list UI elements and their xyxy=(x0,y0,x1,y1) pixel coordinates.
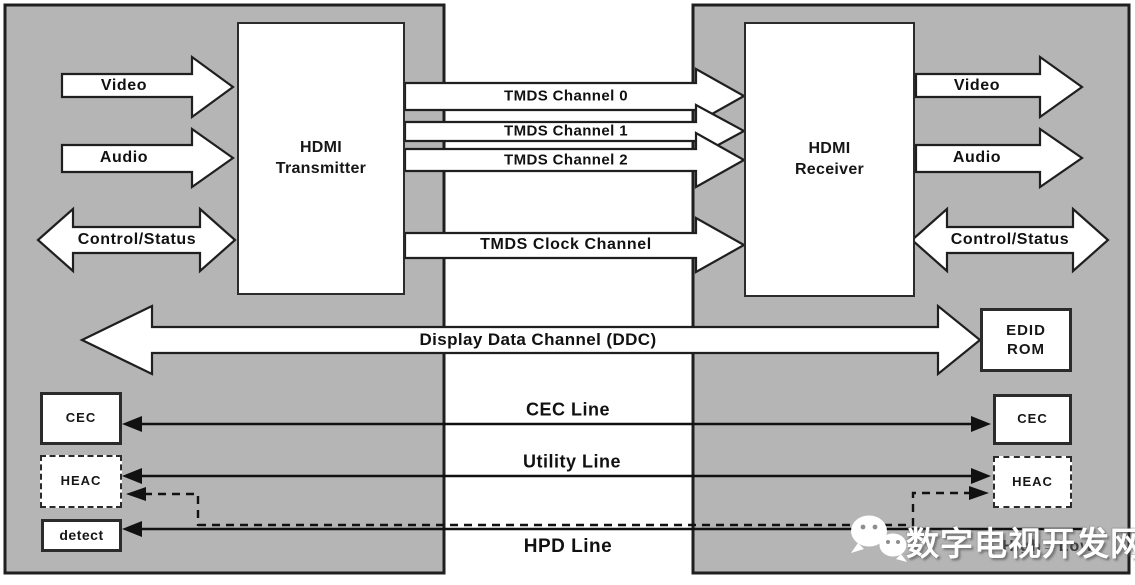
edid-rom-label-line1: EDID xyxy=(1006,321,1046,339)
hdmi-receiver-box: HDMI Receiver xyxy=(744,22,915,297)
cec-line-arrowhead-right xyxy=(971,416,991,432)
hdmi-transmitter-label-line1: HDMI xyxy=(299,138,343,156)
hpd-line-label: HPD Line xyxy=(523,536,613,557)
hpd-line-arrowhead-left xyxy=(122,521,142,537)
source-heac-box: HEAC xyxy=(40,455,122,508)
utility-line-label: Utility Line xyxy=(522,451,622,472)
sink-cec-box: CEC xyxy=(993,394,1072,445)
source-cec-label: CEC xyxy=(65,410,97,426)
cec-line-arrowhead-left xyxy=(122,416,142,432)
sink-heac-box: HEAC xyxy=(993,456,1072,508)
cec-line-label: CEC Line xyxy=(525,399,611,420)
source-detect-box: detect xyxy=(41,519,122,552)
tmds-channel1-label: TMDS Channel 1 xyxy=(504,122,628,140)
heac-dashed-arrowhead-right xyxy=(969,486,989,500)
sink-video-label: Video xyxy=(953,77,1001,94)
hdmi-transmitter-label-line2: Transmitter xyxy=(275,159,367,177)
utility-line-arrowhead-left xyxy=(122,468,142,484)
hdmi-receiver-label-line1: HDMI xyxy=(808,139,851,157)
tmds-clock-label: TMDS Clock Channel xyxy=(480,236,652,253)
sink-cec-label: CEC xyxy=(1017,411,1048,427)
utility-line-arrowhead-right xyxy=(971,468,991,484)
source-cec-box: CEC xyxy=(40,392,122,445)
heac-dashed-arrowhead-left xyxy=(126,487,146,501)
source-video-label: Video xyxy=(100,77,148,94)
edid-rom-label-line2: ROM xyxy=(1007,341,1045,358)
source-audio-label: Audio xyxy=(99,149,149,166)
watermark-text: 数字电视开发网 xyxy=(906,525,1135,562)
source-detect-label: detect xyxy=(59,527,104,544)
tmds-channel0-label: TMDS Channel 0 xyxy=(504,87,628,105)
sink-control-status-label: Control/Status xyxy=(950,231,1070,248)
heac-dashed-path xyxy=(144,491,972,527)
hpd-high-low-note: High→Low xyxy=(1002,538,1094,555)
sink-audio-label: Audio xyxy=(952,149,1002,166)
source-video-arrow xyxy=(60,54,235,120)
tmds-channel2-label: TMDS Channel 2 xyxy=(504,151,628,169)
sink-heac-label: HEAC xyxy=(1012,473,1053,489)
ddc-label: Display Data Channel (DDC) xyxy=(419,330,657,349)
hdmi-receiver-label-line2: Receiver xyxy=(794,160,865,178)
wechat-icon xyxy=(851,515,907,562)
source-heac-label: HEAC xyxy=(60,473,102,489)
hdmi-transmitter-box: HDMI Transmitter xyxy=(237,22,405,295)
source-control-status-label: Control/Status xyxy=(77,231,197,248)
edid-rom-box: EDID ROM xyxy=(980,308,1072,372)
